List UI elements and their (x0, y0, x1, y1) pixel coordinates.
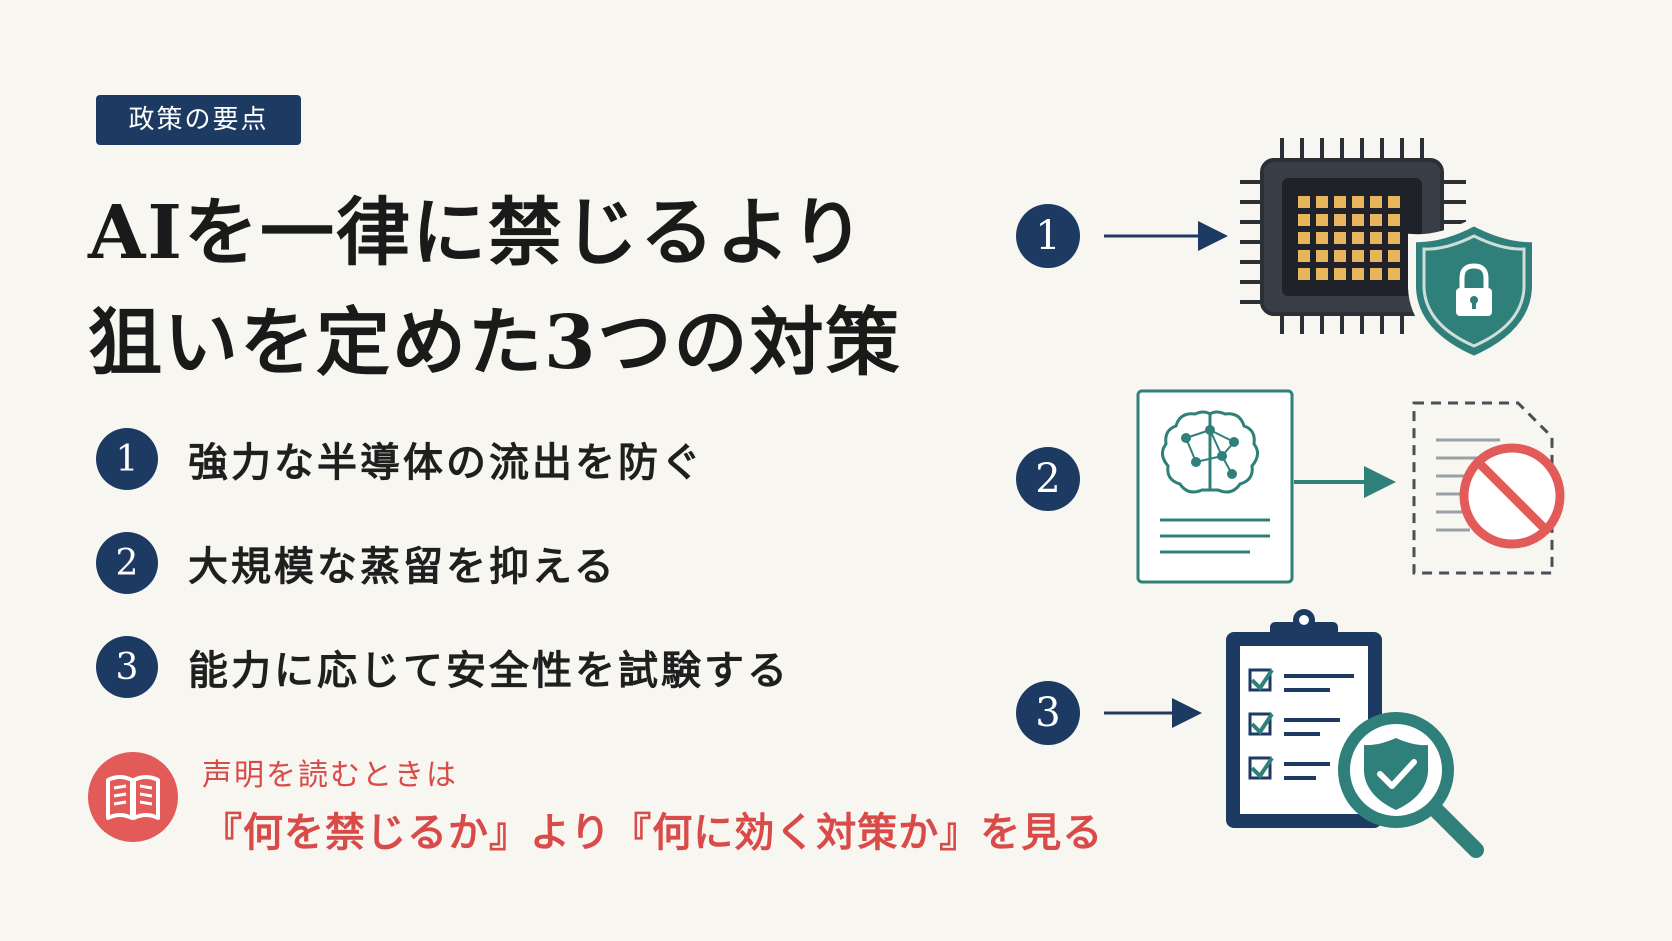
title-line-2: 狙いを定めた3つの対策 (88, 300, 902, 386)
section-badge: 政策の要点 (96, 95, 301, 145)
number-badge: 3 (96, 636, 158, 698)
page-title: AIを一律に禁じるより 狙いを定めた3つの対策 (88, 178, 902, 398)
blocked-document-icon (1412, 401, 1565, 575)
shield-lock-icon (1408, 217, 1540, 365)
tip-heading: 声明を読むときは (202, 758, 458, 793)
policy-item-label: 強力な半導体の流出を防ぐ (188, 440, 704, 486)
illustration-number-2: 2 (1016, 447, 1080, 511)
policy-item-1: 1 強力な半導体の流出を防ぐ (96, 427, 704, 491)
policy-item-2: 2 大規模な蒸留を抑える (96, 531, 617, 595)
policy-item-3: 3 能力に応じて安全性を試験する (96, 635, 790, 699)
brain-document-icon (1136, 389, 1294, 584)
number-badge: 2 (96, 532, 158, 594)
open-book-icon (88, 752, 178, 842)
policy-item-label: 大規模な蒸留を抑える (188, 544, 617, 590)
tip-main-text: 『何を禁じるか』より『何に効く対策か』を見る (202, 809, 1104, 856)
policy-item-label: 能力に応じて安全性を試験する (188, 648, 790, 694)
illustration-number-1: 1 (1016, 204, 1080, 268)
illustration-number-3: 3 (1016, 681, 1080, 745)
title-line-1: AIを一律に禁じるより (88, 190, 867, 276)
magnifier-shield-check-icon (1338, 712, 1484, 858)
number-badge: 1 (96, 428, 158, 490)
chip-icon (1240, 138, 1466, 334)
